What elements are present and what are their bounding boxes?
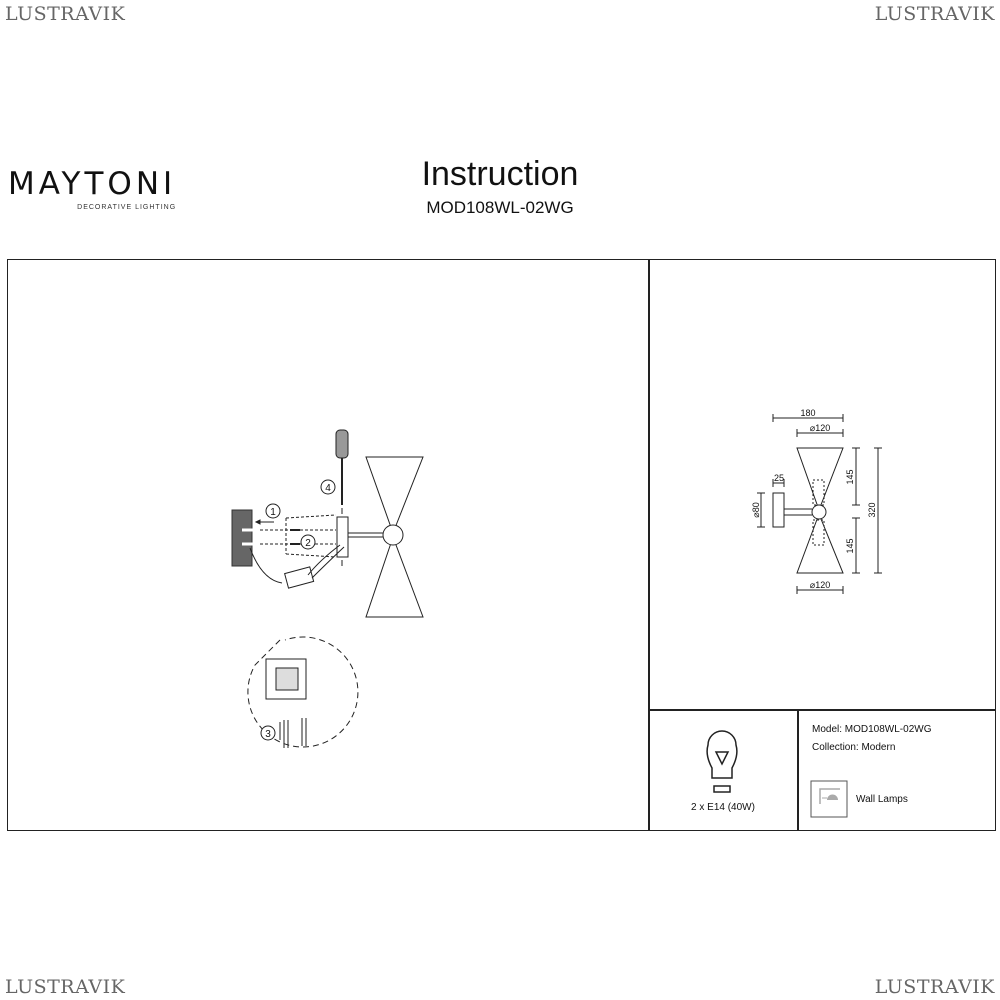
divider <box>648 709 996 711</box>
installation-diagram <box>231 429 424 748</box>
brand-tagline: DECORATIVE LIGHTING <box>77 204 177 211</box>
watermark-top-left: LUSTRAVIK <box>5 3 126 25</box>
model-info: Model: MOD108WL-02WG <box>812 724 932 735</box>
bulb-spec: 2 x E14 (40W) <box>691 802 755 813</box>
step-2-label: 2 <box>305 538 311 549</box>
wall-block <box>231 509 253 567</box>
step-4-label: 4 <box>325 483 331 494</box>
dim-lower-height: 145 <box>845 538 855 553</box>
page-title: Instruction <box>421 155 579 193</box>
brand-name: MAYTONI <box>8 166 177 202</box>
model-subtitle: MOD108WL-02WG <box>426 198 574 217</box>
collection-info: Collection: Modern <box>812 742 896 753</box>
watermark-bottom-left: LUSTRAVIK <box>5 976 126 998</box>
mounting-plate <box>336 516 349 558</box>
dimension-diagram <box>757 414 882 594</box>
wires <box>307 544 345 579</box>
step-3-label: 3 <box>265 729 271 740</box>
dim-total-height: 320 <box>867 502 877 517</box>
light-bulb-icon <box>706 730 738 793</box>
dim-upper-height: 145 <box>845 469 855 484</box>
watermark-bottom-right: LUSTRAVIK <box>874 976 995 998</box>
instruction-frame <box>7 259 996 831</box>
wall-lamp-icon <box>810 780 848 818</box>
category-label: Wall Lamps <box>856 794 908 805</box>
terminal-detail <box>265 658 307 700</box>
mains-cable <box>249 547 283 584</box>
brand-logo: MAYTONI DECORATIVE LIGHTING <box>8 166 176 211</box>
divider <box>797 709 799 831</box>
dim-base-diameter: ⌀80 <box>751 502 761 517</box>
watermark-top-right: LUSTRAVIK <box>874 3 995 25</box>
dim-base-depth: 25 <box>774 473 784 483</box>
dim-shade-top: ⌀120 <box>810 423 830 433</box>
dim-shade-bottom: ⌀120 <box>810 580 830 590</box>
divider <box>648 259 650 831</box>
terminal-block <box>284 566 315 589</box>
step-1-label: 1 <box>270 507 276 518</box>
screwdriver-icon <box>335 429 349 459</box>
lamp-shades <box>365 456 424 618</box>
detail-callout <box>247 636 359 748</box>
dim-width: 180 <box>800 408 815 418</box>
